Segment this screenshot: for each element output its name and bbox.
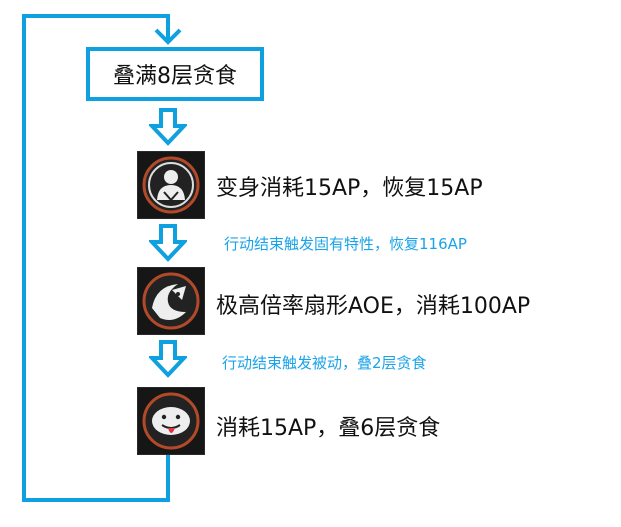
- swirl-beast-icon: [138, 268, 204, 334]
- down-arrow-icon: [149, 108, 187, 146]
- creature-tongue-icon: [138, 388, 204, 454]
- down-arrow-icon: [149, 224, 187, 262]
- step-1-label: 变身消耗15AP，恢复15AP: [216, 176, 483, 201]
- start-box: 叠满8层贪食: [86, 47, 264, 101]
- note-2: 行动结束触发被动，叠2层贪食: [222, 354, 427, 372]
- note-1: 行动结束触发固有特性，恢复116AP: [224, 235, 467, 253]
- step-2-label: 极高倍率扇形AOE，消耗100AP: [216, 294, 531, 319]
- step-3-label: 消耗15AP，叠6层贪食: [216, 416, 441, 441]
- down-arrow-icon: [149, 340, 187, 378]
- start-label: 叠满8层贪食: [113, 64, 237, 89]
- hooded-figure-icon: [138, 152, 204, 218]
